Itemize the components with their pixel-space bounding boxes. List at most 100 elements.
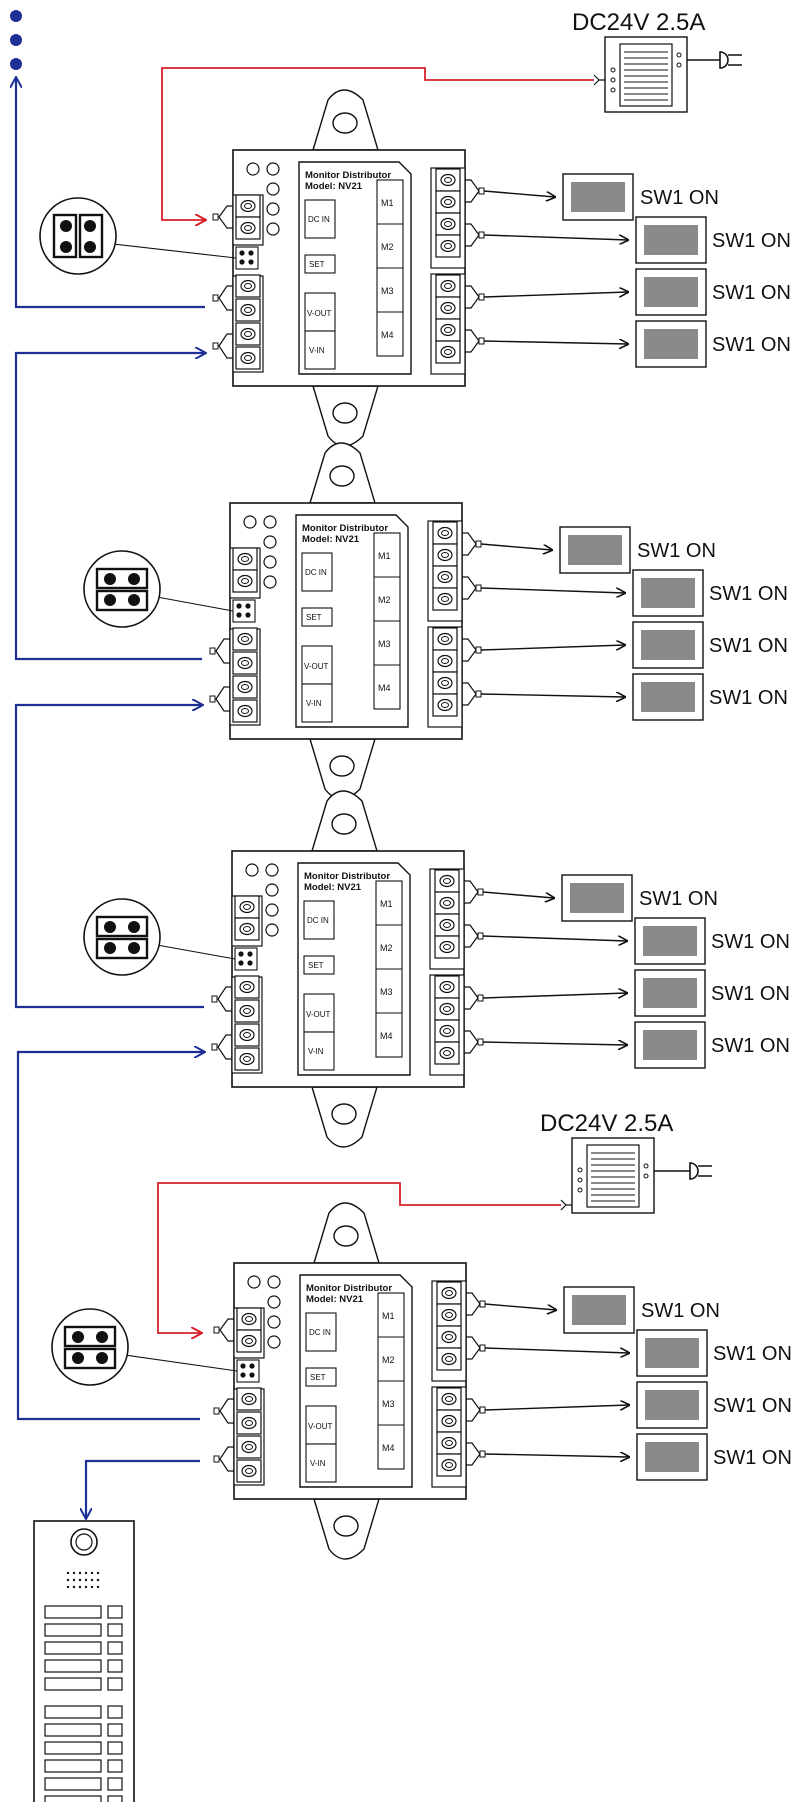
call-button xyxy=(107,1795,123,1802)
sw1-label: SW1 ON xyxy=(712,334,791,356)
indoor-monitor xyxy=(634,1021,706,1069)
monitor-link xyxy=(482,935,627,941)
indoor-monitor xyxy=(635,268,707,316)
dc-in-label: DC IN xyxy=(308,215,330,224)
v-in-label: V-IN xyxy=(310,1459,326,1468)
name-plate xyxy=(44,1677,102,1691)
monitor-link xyxy=(484,1454,629,1457)
dc-in-label: DC IN xyxy=(307,916,329,925)
call-button xyxy=(107,1723,123,1737)
port-label-m2: M2 xyxy=(378,595,391,605)
monitor-link xyxy=(484,1347,629,1353)
v-out-label: V-OUT xyxy=(308,1422,333,1431)
indoor-monitor xyxy=(562,173,634,221)
indoor-monitor xyxy=(563,1286,635,1334)
video-wire-1-2 xyxy=(14,353,205,661)
power-supply-label: DC24V 2.5A xyxy=(572,9,705,36)
monitor-link xyxy=(482,993,627,999)
distributor-model: Model: NV21 xyxy=(302,534,360,545)
call-button xyxy=(107,1605,123,1619)
sw1-label: SW1 ON xyxy=(637,540,716,562)
monitor-link xyxy=(484,1405,629,1411)
port-label-m2: M2 xyxy=(382,1355,395,1365)
power-supply-label: DC24V 2.5A xyxy=(540,1110,673,1137)
distributor-header: Monitor Distributor xyxy=(302,523,388,534)
call-button xyxy=(107,1677,123,1691)
port-label-m3: M3 xyxy=(378,639,391,649)
v-out-label: V-OUT xyxy=(306,1010,331,1019)
name-plate xyxy=(44,1641,102,1655)
sw1-label: SW1 ON xyxy=(639,888,718,910)
v-in-label: V-IN xyxy=(306,699,322,708)
transformer-icon xyxy=(591,1152,635,1202)
name-plate xyxy=(44,1659,102,1673)
name-plate xyxy=(44,1795,102,1802)
port-label-m1: M1 xyxy=(380,899,393,909)
port-label-m4: M4 xyxy=(380,1031,393,1041)
continuation-dots xyxy=(10,10,22,70)
distributor-model: Model: NV21 xyxy=(305,181,363,192)
sw1-label: SW1 ON xyxy=(711,931,790,953)
indoor-monitor xyxy=(561,874,633,922)
set-label: SET xyxy=(310,1373,326,1382)
power-wire-2 xyxy=(157,1182,561,1333)
sw1-label: SW1 ON xyxy=(641,1300,720,1322)
name-plate xyxy=(44,1759,102,1773)
sw1-label: SW1 ON xyxy=(711,1035,790,1057)
call-button xyxy=(107,1705,123,1719)
video-wire-panel xyxy=(86,1459,200,1518)
name-plate xyxy=(44,1605,102,1619)
call-button xyxy=(107,1641,123,1655)
transformer-icon xyxy=(624,51,668,101)
name-plate xyxy=(44,1741,102,1755)
monitor-link xyxy=(482,891,554,898)
video-wire-3-4 xyxy=(16,1052,204,1421)
distributor-model: Model: NV21 xyxy=(306,1294,364,1305)
set-label: SET xyxy=(309,260,325,269)
sw1-label: SW1 ON xyxy=(713,1447,792,1469)
port-label-m4: M4 xyxy=(382,1443,395,1453)
monitor-link xyxy=(480,645,625,651)
port-label-m3: M3 xyxy=(381,286,394,296)
call-button xyxy=(107,1623,123,1637)
v-out-label: V-OUT xyxy=(304,662,329,671)
name-plate xyxy=(44,1777,102,1791)
power-supply-1: DC24V 2.5A xyxy=(572,9,742,113)
video-wire-2-3 xyxy=(14,705,204,1009)
sw1-label: SW1 ON xyxy=(713,1343,792,1365)
indoor-monitor xyxy=(634,969,706,1017)
indoor-monitor xyxy=(635,216,707,264)
call-buttons xyxy=(44,1605,123,1802)
port-label-m4: M4 xyxy=(378,683,391,693)
distributor-model: Model: NV21 xyxy=(304,882,362,893)
sw1-label: SW1 ON xyxy=(709,635,788,657)
port-label-m1: M1 xyxy=(382,1311,395,1321)
name-plate xyxy=(44,1705,102,1719)
monitor-link xyxy=(480,694,625,697)
call-button xyxy=(107,1741,123,1755)
call-button xyxy=(107,1659,123,1673)
sw1-label: SW1 ON xyxy=(709,687,788,709)
speaker-icon xyxy=(66,1571,100,1589)
set-label: SET xyxy=(308,961,324,970)
monitor-link xyxy=(480,587,625,593)
indoor-monitor xyxy=(636,1329,708,1377)
dc-in-label: DC IN xyxy=(305,568,327,577)
door-station-panel xyxy=(33,1520,135,1802)
camera-icon xyxy=(70,1528,98,1556)
call-button xyxy=(107,1759,123,1773)
v-in-label: V-IN xyxy=(309,346,325,355)
indoor-monitor xyxy=(635,320,707,368)
port-label-m1: M1 xyxy=(381,198,394,208)
call-button xyxy=(107,1777,123,1791)
v-out-label: V-OUT xyxy=(307,309,332,318)
indoor-monitor xyxy=(634,917,706,965)
